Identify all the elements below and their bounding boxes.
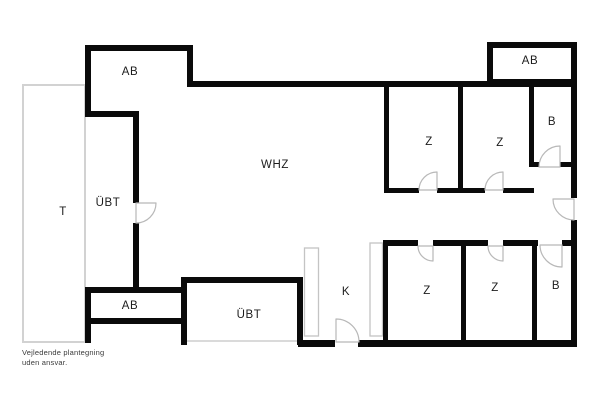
door-arc-corridor — [135, 202, 157, 224]
wall — [133, 223, 139, 292]
room-label-uebt-bottom: ÜBT — [236, 309, 262, 321]
wall — [384, 188, 419, 193]
room-label-ab-top-left: AB — [121, 66, 139, 78]
disclaimer-line-2: uden ansvar. — [22, 357, 68, 367]
wall — [571, 220, 577, 347]
wall — [85, 45, 193, 51]
disclaimer-line-1: Vejledende plantegning — [22, 348, 105, 357]
door-arc-z-top-2 — [484, 171, 504, 191]
wall — [458, 87, 463, 193]
wall — [181, 277, 303, 283]
wall — [383, 240, 388, 347]
wall — [532, 240, 537, 347]
walls — [85, 42, 577, 347]
wall — [133, 111, 139, 203]
wall — [85, 318, 181, 324]
wall — [487, 42, 577, 48]
wall — [187, 81, 577, 87]
wall — [187, 45, 193, 87]
door-arc-z-bottom-2 — [487, 245, 504, 262]
wall — [384, 87, 389, 193]
wall — [487, 79, 577, 85]
door-arc-b-top — [538, 145, 561, 168]
disclaimer-text: Vejledende plantegning uden ansvar. — [22, 348, 104, 367]
wall — [503, 188, 534, 193]
room-label-uebt-left: ÜBT — [95, 197, 121, 209]
wall — [85, 45, 91, 117]
wall — [571, 42, 577, 198]
room-label-z-top-1: Z — [425, 136, 433, 148]
door-arc-z-bottom-1 — [417, 245, 434, 262]
wall — [437, 188, 485, 193]
room-label-k: K — [341, 286, 351, 298]
terrace-outline — [22, 84, 86, 343]
room-label-t: T — [59, 206, 67, 218]
room-label-z-bottom-1: Z — [423, 285, 431, 297]
room-label-z-bottom-2: Z — [491, 282, 499, 294]
door-arc-z-top-1 — [418, 171, 438, 191]
wall — [85, 287, 91, 343]
kitchen-partition-right — [369, 242, 384, 337]
room-label-ab-bottom-left: AB — [121, 300, 139, 312]
room-label-z-top-2: Z — [496, 137, 504, 149]
room-label-whz: WHZ — [261, 159, 289, 171]
wall — [461, 240, 466, 347]
door-arc-entrance — [552, 198, 575, 221]
door-arc-b-bottom — [539, 244, 563, 268]
kitchen-partition-left — [303, 247, 320, 337]
wall — [503, 240, 538, 246]
door-arc-kitchen — [335, 318, 360, 343]
wall — [562, 240, 577, 246]
room-label-b-top: B — [547, 116, 557, 128]
wall — [529, 87, 534, 167]
wall — [487, 42, 493, 87]
wall — [85, 111, 139, 117]
wall — [433, 240, 488, 246]
wall — [85, 287, 181, 293]
room-label-ab-top-right: AB — [521, 55, 539, 67]
wall — [529, 162, 539, 167]
thin-partitions — [187, 242, 384, 342]
wall — [181, 277, 187, 345]
wall — [358, 340, 577, 347]
terrace-rect — [22, 84, 86, 343]
wall — [560, 162, 577, 167]
doors — [135, 145, 575, 343]
wall — [383, 240, 418, 246]
wall — [297, 277, 303, 345]
wall — [298, 340, 335, 347]
room-label-b-bottom: B — [551, 280, 561, 292]
